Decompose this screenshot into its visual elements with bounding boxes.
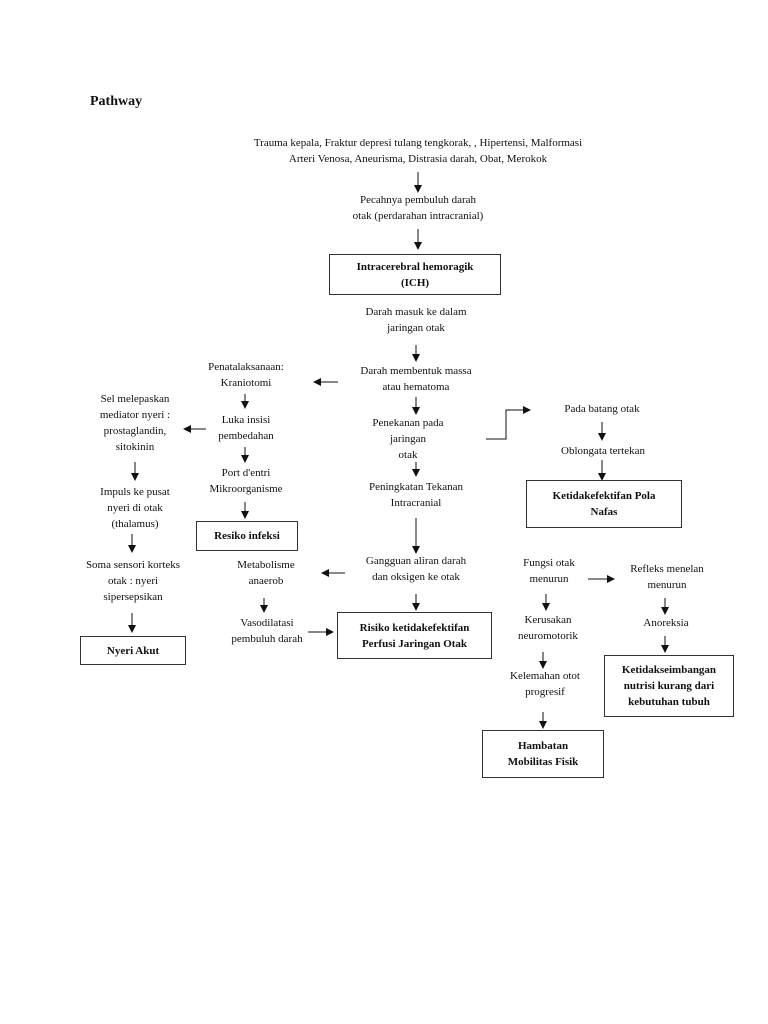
node-mass: Darah membentuk massa atau hematoma [360,365,472,393]
node-breathing: Ketidakefektifan Pola Nafas [526,480,682,528]
node-pain: Nyeri Akut [80,636,186,665]
node-ich: Intracerebral hemoragik (ICH) [329,254,501,295]
node-port: Port d'entri Mikroorganisme [209,467,283,495]
node-incision: Luka insisi pembedahan [218,414,274,442]
node-icp: Peningkatan Tekanan Intracranial [368,481,464,509]
arrow-compression-brainstem [486,406,531,440]
node-anorexia: Anoreksia [643,617,689,629]
node-oblongata: Oblongata tertekan [561,445,645,457]
node-perfusion: Risiko ketidakefektifan Perfusi Jaringan… [337,612,492,659]
node-swallow: Refleks menelan menurun [630,563,704,591]
node-impulse: Impuls ke pusat nyeri di otak (thalamus) [100,486,170,530]
node-infection: Resiko infeksi [196,521,298,551]
node-metabolism: Metabolisme anaerob [237,559,295,587]
page-title: Pathway [90,94,143,109]
node-compression: Penekanan pada jaringan otak [372,417,444,461]
node-mediator: Sel melepaskan mediator nyeri : prostagl… [99,393,171,453]
node-causes: Trauma kepala, Fraktur depresi tulang te… [253,137,583,165]
node-vasodilation: Vasodilatasi pembuluh darah [231,617,303,645]
node-function: Fungsi otak menurun [523,557,575,585]
node-management: Penatalaksanaan: Kraniotomi [208,361,284,389]
node-nutrition: Ketidakseimbangan nutrisi kurang dari ke… [604,655,734,717]
node-blood-enter: Darah masuk ke dalam jaringan otak [365,306,467,334]
node-neuromotor: Kerusakan neuromotorik [518,614,578,642]
node-weakness: Kelemahan otot progresif [510,670,580,698]
node-rupture: Pecahnya pembuluh darah otak (perdarahan… [352,194,484,222]
node-flow: Gangguan aliran darah dan oksigen ke ota… [365,555,467,583]
node-cortex: Soma sensori korteks otak : nyeri sipers… [85,559,181,603]
node-mobility: Hambatan Mobilitas Fisik [482,730,604,778]
node-brainstem: Pada batang otak [564,403,640,415]
